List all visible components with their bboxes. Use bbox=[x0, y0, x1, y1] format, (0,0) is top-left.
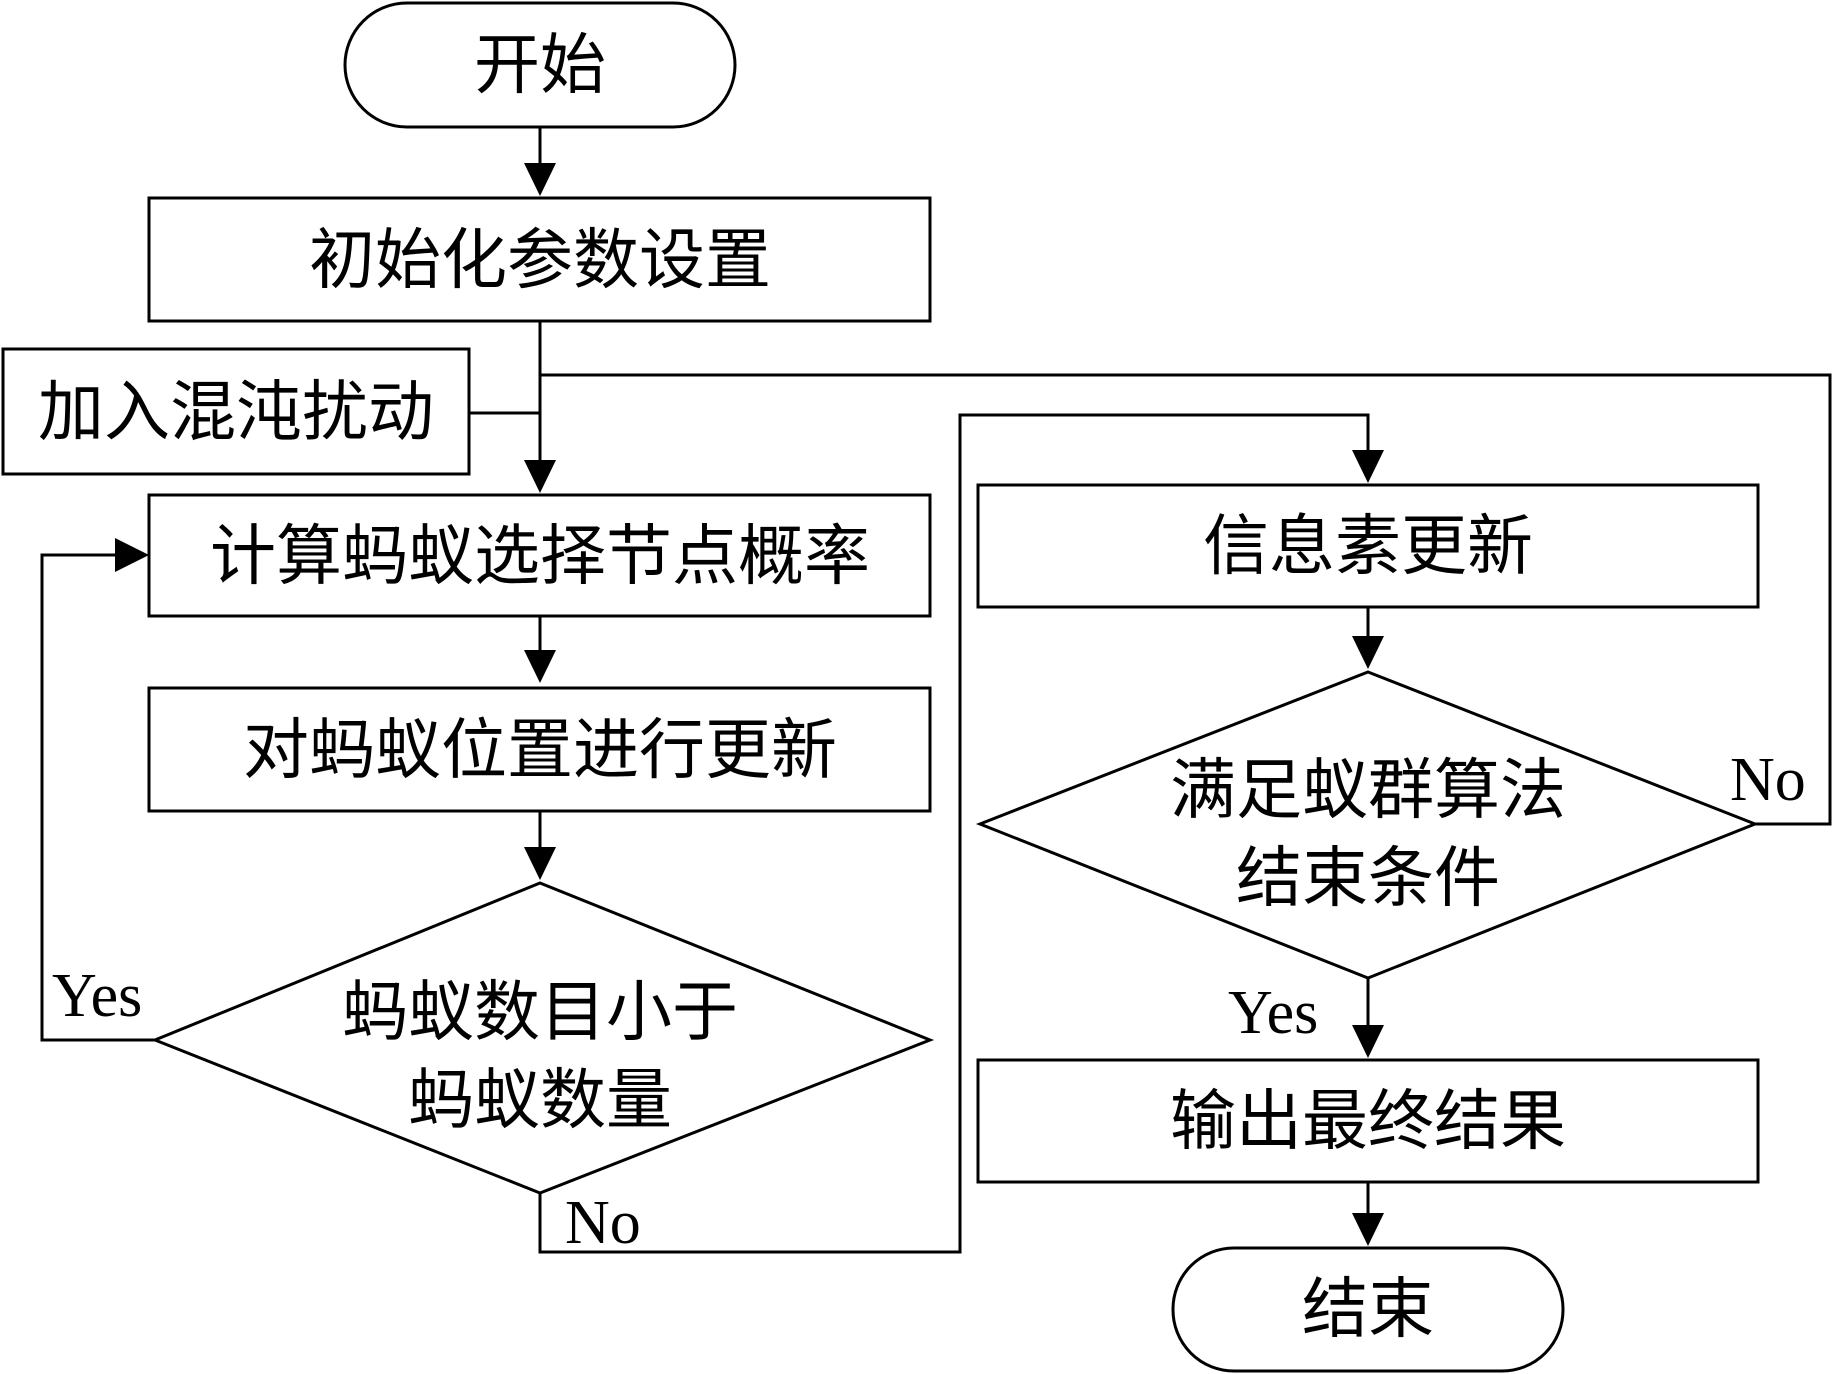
arrowhead-ant-check bbox=[524, 847, 556, 880]
init-label: 初始化参数设置 bbox=[309, 222, 771, 299]
connector-no-loop bbox=[540, 373, 1832, 826]
termination-label-line2: 结束条件 bbox=[1236, 840, 1500, 917]
chaos-label: 加入混沌扰动 bbox=[38, 374, 434, 451]
arrowhead-update bbox=[524, 650, 556, 683]
arrowhead-init bbox=[524, 163, 556, 196]
init-box bbox=[147, 196, 932, 323]
termination-decision: 满足蚁群算法 结束条件 bbox=[975, 670, 1760, 980]
connectors bbox=[40, 128, 1832, 1254]
output-label: 输出最终结果 bbox=[1170, 1083, 1566, 1160]
probability-box bbox=[147, 493, 932, 618]
termination-diamond bbox=[975, 670, 1760, 980]
ant-check-no-label: No bbox=[565, 1189, 641, 1257]
arrowhead-output bbox=[1352, 1025, 1384, 1058]
pheromone-process: 信息素更新 bbox=[976, 483, 1760, 609]
arrowhead-end-check bbox=[1352, 636, 1384, 669]
start-shape bbox=[343, 1, 737, 129]
connector-no-to-pheromone bbox=[538, 413, 1370, 1254]
position-update-label: 对蚂蚁位置进行更新 bbox=[243, 712, 837, 789]
init-process: 初始化参数设置 bbox=[147, 196, 932, 323]
pheromone-box bbox=[976, 483, 1760, 609]
ant-check-yes-label: Yes bbox=[52, 962, 142, 1030]
ant-count-decision: 蚂蚁数目小于 蚂蚁数量 bbox=[150, 881, 935, 1195]
ant-count-diamond bbox=[150, 881, 935, 1195]
start-label: 开始 bbox=[474, 27, 606, 104]
start-terminator: 开始 bbox=[343, 1, 737, 129]
ant-count-label-line1: 蚂蚁数目小于 bbox=[342, 974, 738, 1051]
probability-process: 计算蚂蚁选择节点概率 bbox=[147, 493, 932, 618]
end-check-yes-label: Yes bbox=[1228, 979, 1318, 1047]
end-terminator: 结束 bbox=[1171, 1246, 1565, 1373]
end-check-no-label: No bbox=[1730, 746, 1806, 814]
arrowhead-yes-loop bbox=[115, 538, 149, 572]
chaos-process: 加入混沌扰动 bbox=[1, 347, 471, 476]
arrowhead-end bbox=[1352, 1213, 1384, 1246]
ant-count-label-line2: 蚂蚁数量 bbox=[408, 1062, 672, 1139]
output-box bbox=[976, 1058, 1760, 1184]
position-update-box bbox=[147, 686, 932, 813]
pheromone-label: 信息素更新 bbox=[1203, 508, 1533, 585]
output-process: 输出最终结果 bbox=[976, 1058, 1760, 1184]
arrowheads bbox=[115, 163, 1384, 1246]
chaos-box bbox=[1, 347, 471, 476]
connector-yes-loop bbox=[40, 553, 155, 1042]
end-shape bbox=[1171, 1246, 1565, 1373]
probability-label: 计算蚂蚁选择节点概率 bbox=[210, 518, 870, 595]
arrowhead-pheromone bbox=[1352, 450, 1384, 483]
arrowhead-probability bbox=[524, 460, 556, 493]
termination-label-line1: 满足蚁群算法 bbox=[1170, 752, 1566, 829]
end-label: 结束 bbox=[1302, 1271, 1434, 1348]
position-update-process: 对蚂蚁位置进行更新 bbox=[147, 686, 932, 813]
